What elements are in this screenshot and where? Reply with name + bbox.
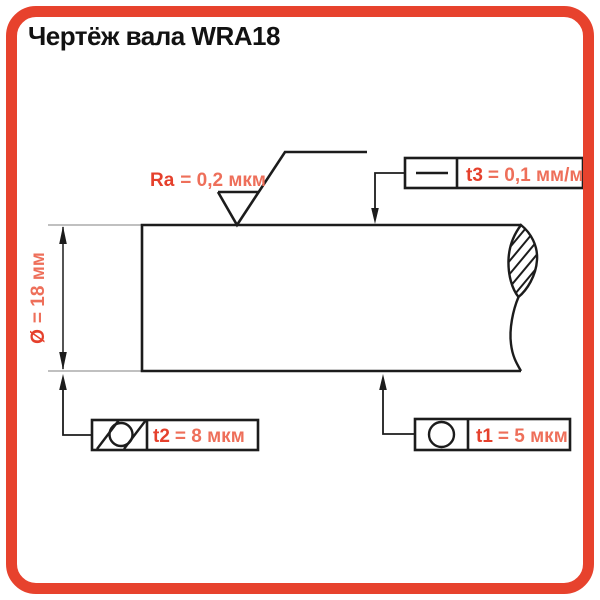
surface-roughness-label: Ra= 0,2 мкм (150, 170, 266, 191)
shaft-break-wave (509, 296, 523, 372)
roundness-icon (427, 420, 456, 449)
t3-label: t3= 0,1 мм/м (466, 165, 583, 186)
diameter-symbol-text: Ø (28, 329, 49, 344)
shaft-outline (140, 223, 521, 373)
t2-leader-line (62, 390, 92, 436)
t1-frame (413, 417, 572, 452)
t1-label: t1= 5 мкм (476, 426, 568, 447)
t1-arrow-icon (379, 374, 387, 390)
t2-label: t2= 8 мкм (153, 426, 245, 447)
t1-leader-line (382, 390, 415, 435)
page-title: Чертёж вала WRA18 (28, 21, 280, 51)
shaft-break-hatch (508, 225, 538, 297)
dimension-arrow-down-icon (59, 352, 67, 370)
ra-label-text: Ra (150, 170, 175, 191)
t3-leader-line (374, 172, 405, 209)
ra-value-text: = 0,2 мкм (180, 170, 266, 191)
t2-frame (90, 418, 260, 452)
t1-value-text: = 5 мкм (498, 426, 568, 447)
t2-value-text: = 8 мкм (175, 426, 245, 447)
t3-label-text: t3 (466, 165, 483, 186)
t3-arrow-icon (371, 208, 379, 224)
diameter-label: Ø = 18 мм (28, 252, 49, 344)
t2-label-text: t2 (153, 426, 170, 447)
dimension-arrow-up-icon (59, 226, 67, 244)
t3-value-text: = 0,1 мм/м (488, 165, 584, 186)
diameter-value-text: = 18 мм (28, 252, 49, 323)
surface-roughness-icon (216, 150, 367, 228)
cylindricity-icon (96, 419, 147, 450)
t2-arrow-icon (59, 374, 67, 390)
t1-label-text: t1 (476, 426, 493, 447)
